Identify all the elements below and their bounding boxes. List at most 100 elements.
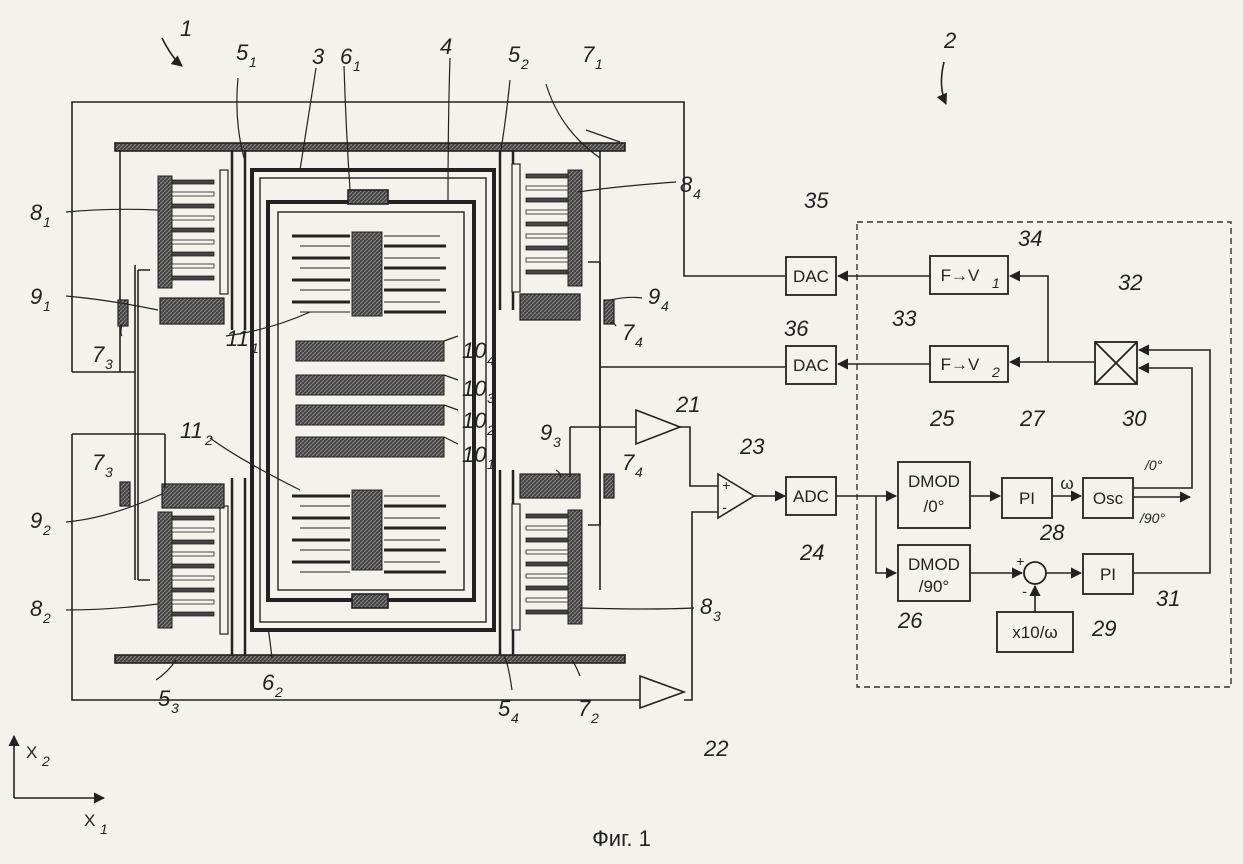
plate-10-3 — [296, 375, 444, 395]
ref-sub-8-3: 3 — [713, 608, 721, 624]
anchor-bar-7-1 — [115, 143, 625, 151]
ref-label-8-2: 8 — [30, 596, 43, 621]
ref-22: 22 — [703, 736, 728, 761]
ref-23: 23 — [739, 434, 765, 459]
adc-label: ADC — [793, 487, 829, 506]
ref-sub-8-1: 1 — [43, 214, 51, 230]
anchor-7-3-bottom — [120, 482, 130, 506]
ref-label-5-4: 5 — [498, 696, 511, 721]
ref-label-9-3: 9 — [540, 420, 552, 445]
ref-21: 21 — [675, 392, 700, 417]
inner-combs — [352, 232, 382, 570]
ref-sub-6-2: 2 — [274, 684, 283, 700]
plate-10-4 — [296, 341, 444, 361]
ref-sub-10-4: 4 — [487, 352, 495, 368]
ref-label-10-2: 10 — [462, 408, 487, 433]
ref-label-9-2: 9 — [30, 508, 42, 533]
dac-36-label: DAC — [793, 356, 829, 375]
ref-sub-10-3: 3 — [487, 390, 495, 406]
ref-label-10-1: 10 — [462, 442, 487, 467]
omega-label: ω — [1060, 474, 1073, 493]
ref-label-7-3b: 7 — [92, 450, 105, 475]
x10-label: x10/ω — [1012, 623, 1057, 642]
fv2-subscript: 2 — [991, 364, 1000, 380]
ref-sub-8-2: 2 — [42, 610, 51, 626]
ref-32: 32 — [1118, 270, 1142, 295]
controller-blocks — [786, 256, 1137, 652]
ref-34: 34 — [1018, 226, 1042, 251]
ref-sub-8-4: 4 — [693, 186, 701, 202]
fv1-subscript: 1 — [992, 275, 1000, 291]
ref-label-9-4: 9 — [648, 284, 660, 309]
ref-sub-10-2: 2 — [486, 422, 495, 438]
fv2-label: F→V — [941, 355, 980, 374]
ref-label-8-4: 8 — [680, 172, 693, 197]
ref-label-7-3a: 7 — [92, 342, 105, 367]
axis-x2-label: X — [26, 743, 37, 762]
ref-31: 31 — [1156, 586, 1180, 611]
ref-sub-5-4: 4 — [511, 710, 519, 726]
ref-label-11-2: 11 — [180, 418, 203, 443]
ref-sub-11-2: 2 — [204, 432, 213, 448]
system-label-1: 1 — [180, 16, 192, 41]
ref-label-6-2: 6 — [262, 670, 275, 695]
ref-sub-6-1: 1 — [353, 58, 361, 74]
ref-label-5-3: 5 — [158, 686, 171, 711]
ref-36: 36 — [784, 316, 809, 341]
osc-out-90: /90° — [1139, 510, 1165, 526]
ref-30: 30 — [1122, 406, 1147, 431]
diff-amp-plus: + — [722, 477, 730, 493]
ref-sub-5-1: 1 — [249, 54, 257, 70]
ref-sub-9-3: 3 — [553, 434, 561, 450]
ref-sub-9-4: 4 — [661, 298, 669, 314]
dmod90-phase: /90° — [919, 577, 949, 596]
ref-label-5-2: 5 — [508, 42, 521, 67]
electrode-9-2 — [162, 484, 224, 508]
ref-27: 27 — [1019, 406, 1045, 431]
diff-amp-minus: - — [722, 499, 727, 515]
ref-label-10-3: 10 — [462, 376, 487, 401]
comb-8-2 — [158, 506, 228, 634]
osc-out-0: /0° — [1144, 457, 1163, 473]
ref-label-8-3: 8 — [700, 594, 713, 619]
anchor-7-4-bottom — [604, 474, 614, 498]
fv1-label: F→V — [941, 266, 980, 285]
ref-label-10-4: 10 — [462, 338, 487, 363]
amp-22 — [640, 676, 684, 708]
dmod90-label: DMOD — [908, 555, 960, 574]
ref-sub-9-2: 2 — [42, 522, 51, 538]
comb-8-1 — [158, 170, 228, 294]
ref-24: 24 — [799, 540, 824, 565]
ref-sub-9-1: 1 — [43, 298, 51, 314]
ref-sub-7-1: 1 — [595, 56, 603, 72]
capacitor-plates — [296, 341, 444, 457]
ref-28: 28 — [1039, 520, 1065, 545]
ref-sub-7-4a: 4 — [635, 334, 643, 350]
anchor-7-4-top — [604, 300, 614, 324]
comb-8-3 — [512, 504, 582, 630]
ref-33: 33 — [892, 306, 917, 331]
ref-26: 26 — [897, 608, 923, 633]
plate-10-2 — [296, 405, 444, 425]
pi1-label: PI — [1019, 489, 1035, 508]
ref-sub-11-1: 1 — [251, 340, 259, 356]
electrode-9-3 — [520, 474, 580, 498]
electrode-9-1 — [160, 298, 224, 324]
ref-sub-5-2: 2 — [520, 56, 529, 72]
amplifiers — [636, 410, 754, 708]
plate-10-1 — [296, 437, 444, 457]
ref-sub-10-1: 1 — [487, 456, 495, 472]
ref-29: 29 — [1091, 616, 1116, 641]
ref-label-4: 4 — [440, 34, 452, 59]
ref-label-9-1: 9 — [30, 284, 42, 309]
dmod0-phase: /0° — [924, 497, 945, 516]
summer-plus: + — [1016, 553, 1024, 569]
ref-label-7-4a: 7 — [622, 320, 635, 345]
ref-label-7-1: 7 — [582, 42, 595, 67]
summer-circle — [1024, 562, 1046, 584]
anchor-bar-7-2 — [115, 655, 625, 663]
amp-21 — [636, 410, 680, 444]
comb-8-4 — [512, 164, 582, 292]
